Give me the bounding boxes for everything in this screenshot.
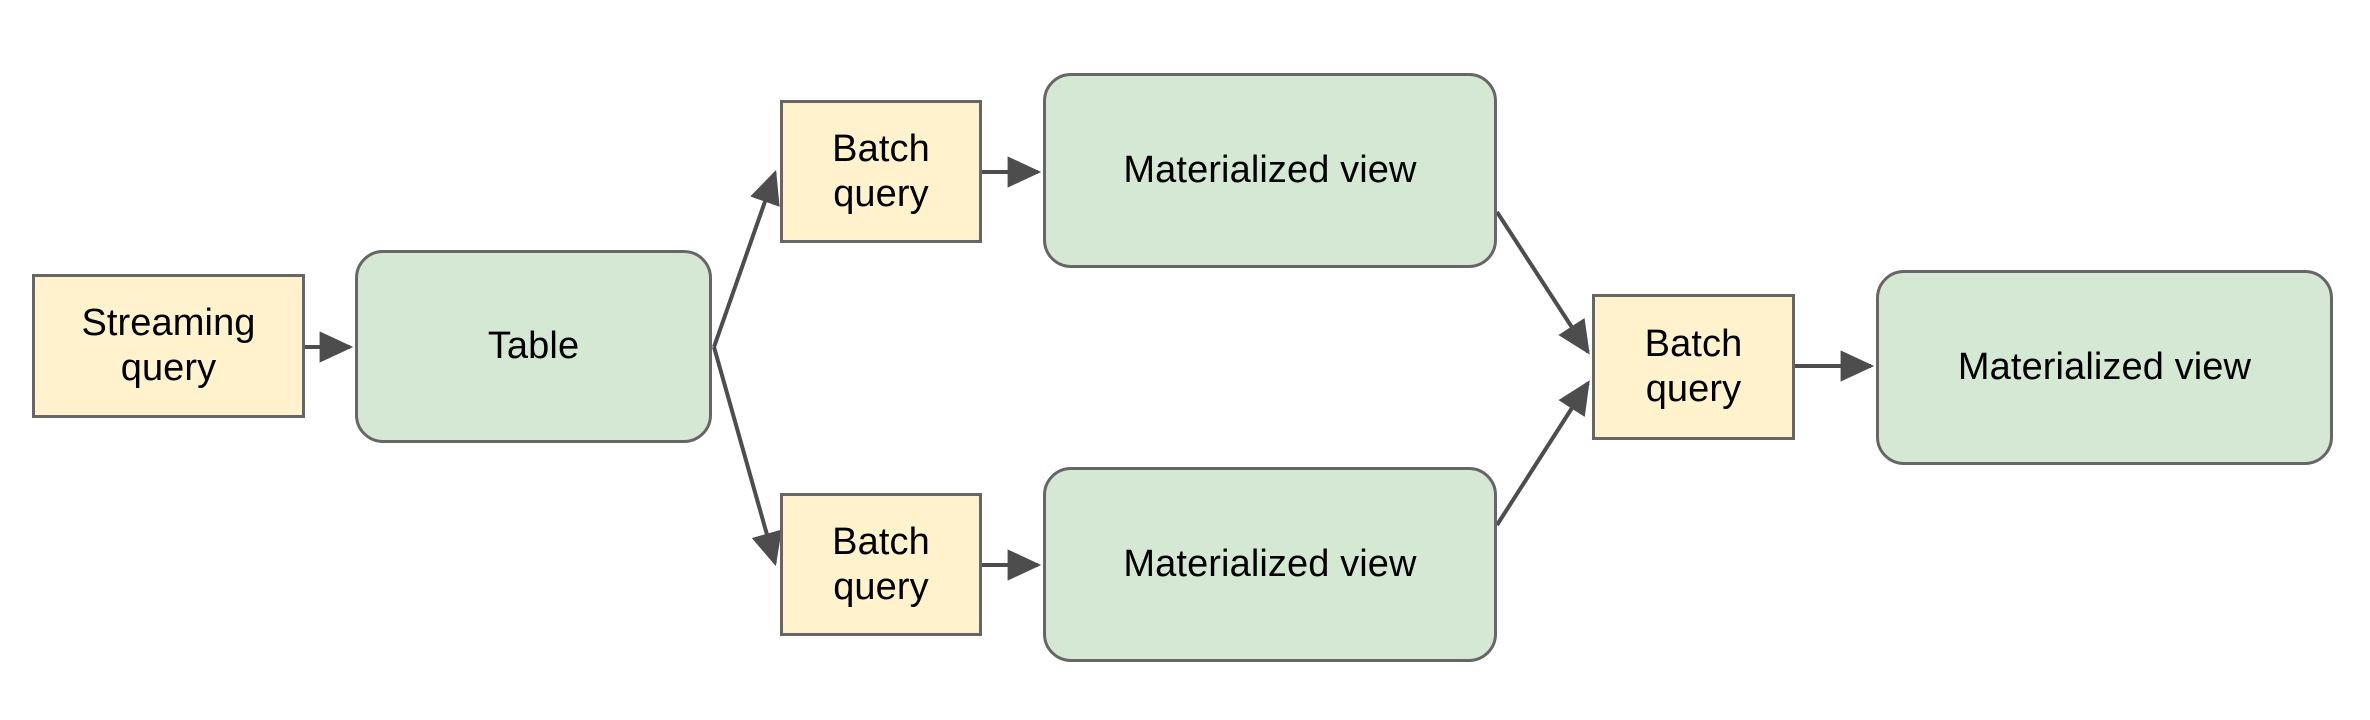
node-label: Batch query — [1644, 323, 1743, 410]
edge-materialized-view-bottom-to-batch-query-merge — [1495, 380, 1590, 527]
edge-table-to-batch-query-bottom — [712, 346, 782, 567]
node-label: Table — [487, 325, 580, 368]
node-label: Streaming query — [81, 302, 256, 389]
node-label: Batch query — [832, 127, 930, 215]
node-table[interactable]: Table — [355, 250, 712, 443]
node-label: Materialized view — [1957, 346, 2252, 389]
edge-table-to-batch-query-top — [712, 169, 780, 348]
node-materialized-view-top[interactable]: Materialized view — [1043, 73, 1497, 268]
node-batch-query-bottom[interactable]: Batch query — [780, 493, 982, 636]
node-label: Materialized view — [1123, 543, 1417, 586]
edge-materialized-view-top-to-batch-query-merge — [1495, 210, 1590, 355]
node-materialized-view-bottom[interactable]: Materialized view — [1043, 467, 1497, 662]
node-label: Batch query — [832, 520, 930, 608]
node-batch-query-merge[interactable]: Batch query — [1592, 294, 1795, 440]
node-streaming-query[interactable]: Streaming query — [32, 274, 305, 418]
node-materialized-view-final[interactable]: Materialized view — [1876, 270, 2333, 465]
node-label: Materialized view — [1123, 149, 1417, 192]
node-batch-query-top[interactable]: Batch query — [780, 100, 982, 243]
